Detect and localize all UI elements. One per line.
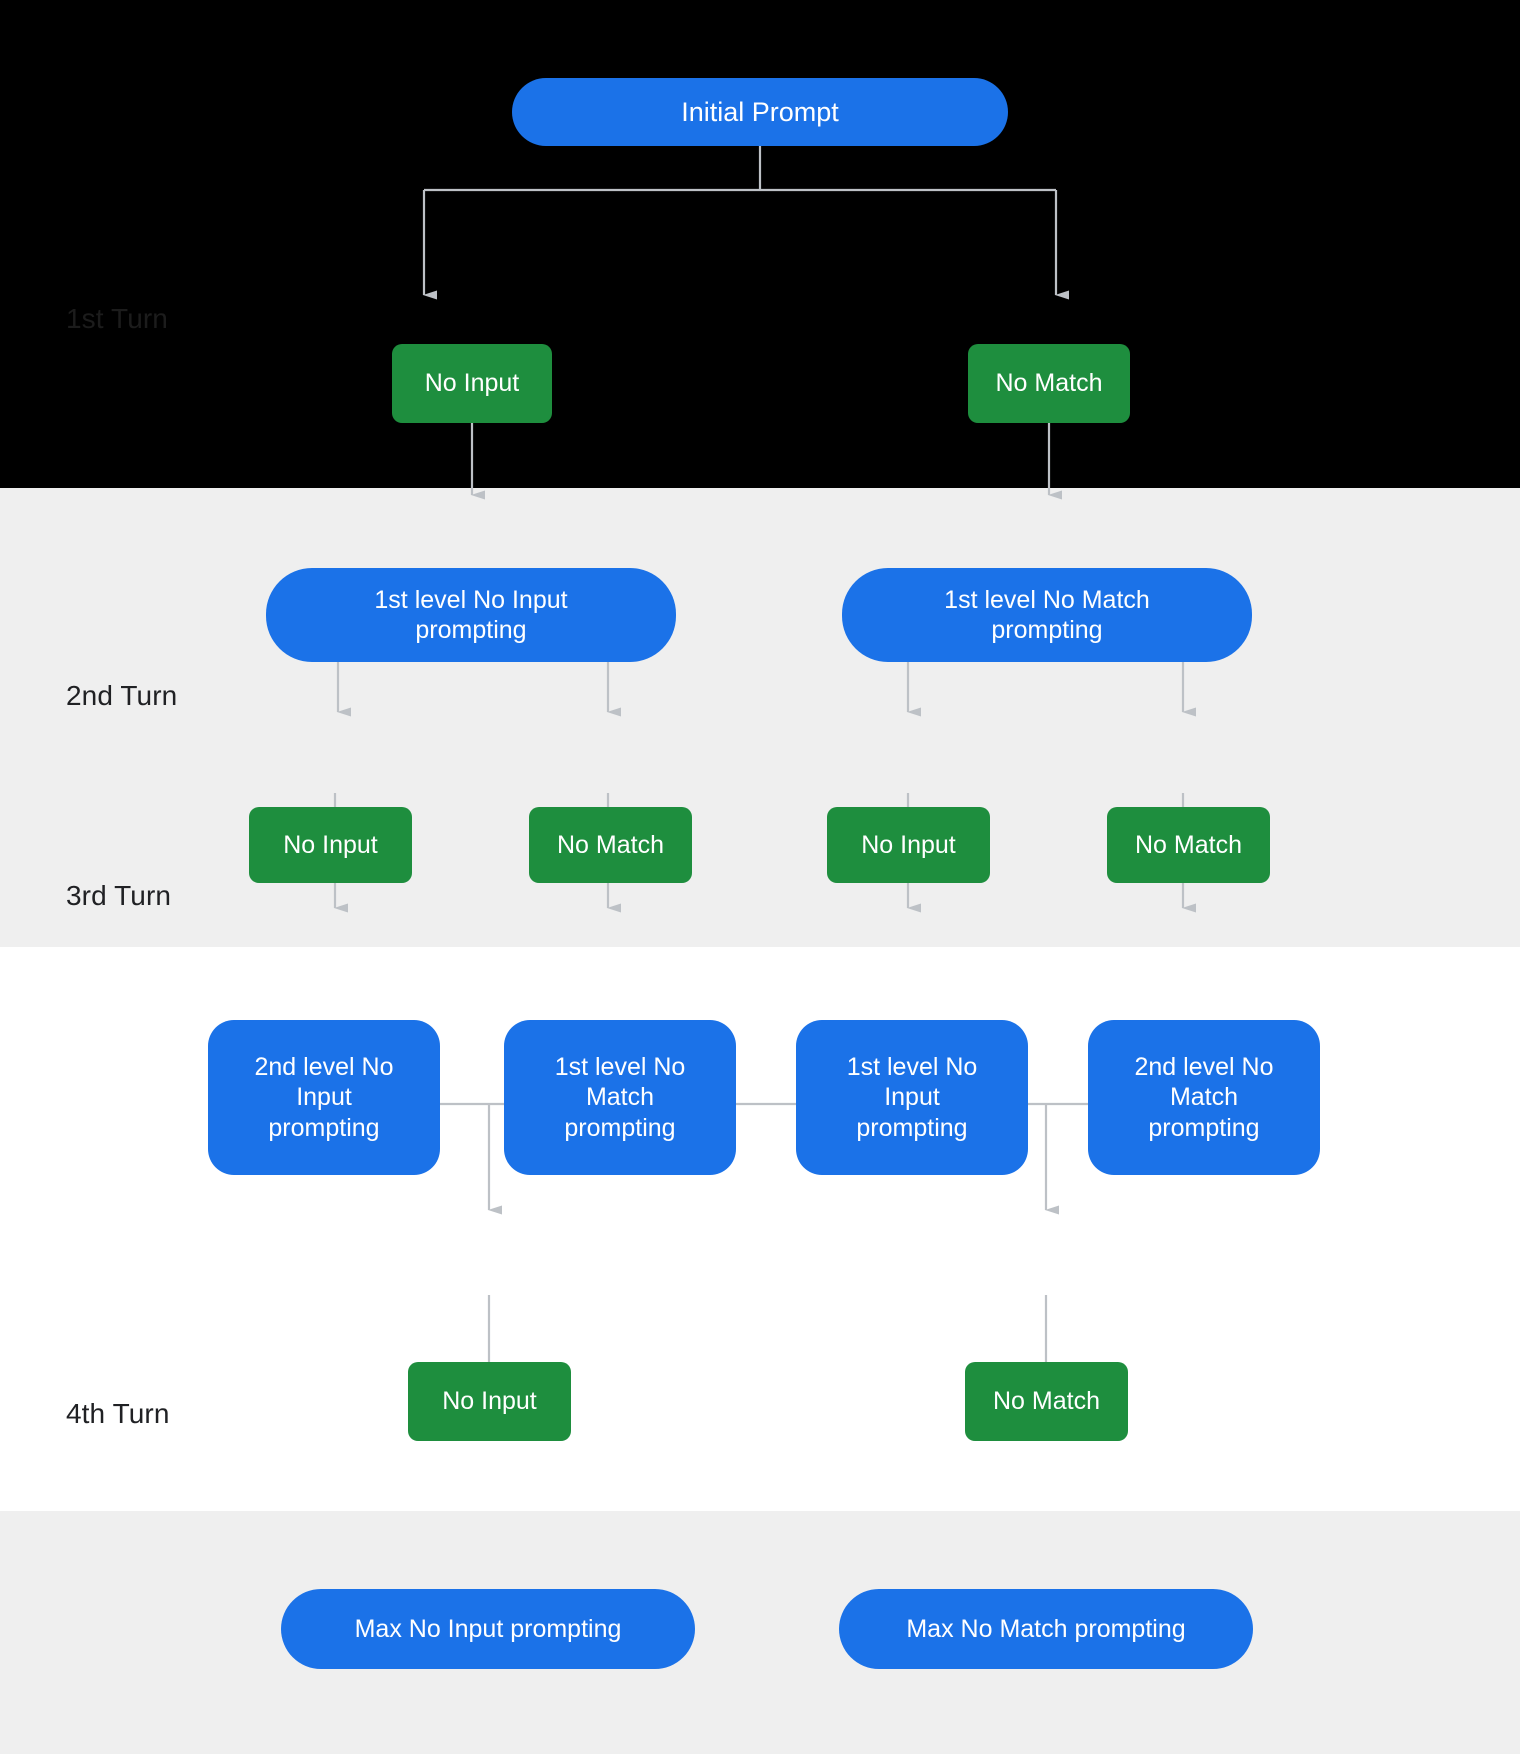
line-2: Input xyxy=(884,1083,940,1112)
node-2nd-turn-no-input-prompt[interactable]: 1st level No Input prompting xyxy=(266,568,676,662)
line-2: Input xyxy=(296,1083,352,1112)
line-3: prompting xyxy=(856,1113,968,1142)
node-4th-turn-max-no-match[interactable]: Max No Match prompting xyxy=(839,1589,1253,1669)
node-3rd-turn-prompt-1-label: 2nd level No Input prompting xyxy=(241,1052,408,1144)
line-2: prompting xyxy=(415,616,527,644)
band-4th-turn xyxy=(0,1511,1520,1754)
line-3: prompting xyxy=(1148,1113,1260,1142)
line-2: Match xyxy=(585,1083,655,1112)
node-2nd-turn-no-input-b[interactable]: No Input xyxy=(827,807,990,883)
node-2nd-turn-no-input-b-label: No Input xyxy=(861,830,956,859)
turn-label-3rd: 3rd Turn xyxy=(66,880,172,911)
line-1: 1st level No xyxy=(846,1052,978,1081)
node-initial-prompt[interactable]: Initial Prompt xyxy=(512,78,1008,146)
turn-label-1st: 1st Turn xyxy=(66,303,168,334)
node-1st-turn-no-input-label: No Input xyxy=(424,369,520,398)
line-3: prompting xyxy=(564,1113,676,1142)
turn-label-2nd: 2nd Turn xyxy=(66,680,178,711)
node-3rd-turn-no-match[interactable]: No Match xyxy=(965,1362,1128,1441)
node-2nd-turn-no-match-a[interactable]: No Match xyxy=(529,807,692,883)
node-1st-turn-no-match[interactable]: No Match xyxy=(968,344,1130,423)
node-3rd-turn-no-match-label: No Match xyxy=(993,1387,1100,1416)
band-2nd-turn xyxy=(0,488,1520,947)
turn-label-4th: 4th Turn xyxy=(66,1398,170,1429)
node-2nd-turn-no-match-prompt[interactable]: 1st level No Match prompting xyxy=(842,568,1252,662)
node-1st-turn-no-match-label: No Match xyxy=(995,369,1103,398)
node-initial-prompt-label: Initial Prompt xyxy=(681,96,839,127)
node-2nd-turn-no-input-a-label: No Input xyxy=(283,830,378,859)
node-4th-turn-max-no-match-label: Max No Match prompting xyxy=(906,1614,1186,1643)
line-1: 2nd level No xyxy=(1134,1052,1274,1081)
node-3rd-turn-prompt-3[interactable]: 1st level No Input prompting xyxy=(796,1020,1028,1175)
line-3: prompting xyxy=(268,1113,380,1142)
node-2nd-turn-no-match-b-label: No Match xyxy=(1135,830,1242,859)
node-2nd-turn-no-match-prompt-label: 1st level No Match prompting xyxy=(930,585,1164,646)
line-2: prompting xyxy=(991,616,1103,644)
node-2nd-turn-no-match-b[interactable]: No Match xyxy=(1107,807,1270,883)
line-1: 1st level No Input xyxy=(374,585,568,614)
node-3rd-turn-prompt-4[interactable]: 2nd level No Match prompting xyxy=(1088,1020,1320,1175)
node-1st-turn-no-input[interactable]: No Input xyxy=(392,344,552,423)
node-3rd-turn-prompt-3-label: 1st level No Input prompting xyxy=(833,1052,992,1144)
band-1st-turn xyxy=(0,0,1520,488)
node-2nd-turn-no-input-a[interactable]: No Input xyxy=(249,807,412,883)
node-3rd-turn-no-input[interactable]: No Input xyxy=(408,1362,571,1441)
line-1: 1st level No Match xyxy=(944,585,1150,614)
node-3rd-turn-prompt-4-label: 2nd level No Match prompting xyxy=(1121,1052,1288,1144)
node-3rd-turn-prompt-2-label: 1st level No Match prompting xyxy=(541,1052,700,1144)
line-1: 2nd level No xyxy=(254,1052,394,1081)
node-4th-turn-max-no-input-label: Max No Input prompting xyxy=(354,1614,622,1643)
line-2: Match xyxy=(1169,1083,1239,1112)
line-1: 1st level No xyxy=(554,1052,686,1081)
node-2nd-turn-no-match-a-label: No Match xyxy=(557,830,664,859)
node-3rd-turn-no-input-label: No Input xyxy=(442,1387,537,1416)
node-3rd-turn-prompt-2[interactable]: 1st level No Match prompting xyxy=(504,1020,736,1175)
node-3rd-turn-prompt-1[interactable]: 2nd level No Input prompting xyxy=(208,1020,440,1175)
node-2nd-turn-no-input-prompt-label: 1st level No Input prompting xyxy=(360,585,581,646)
node-4th-turn-max-no-input[interactable]: Max No Input prompting xyxy=(281,1589,695,1669)
